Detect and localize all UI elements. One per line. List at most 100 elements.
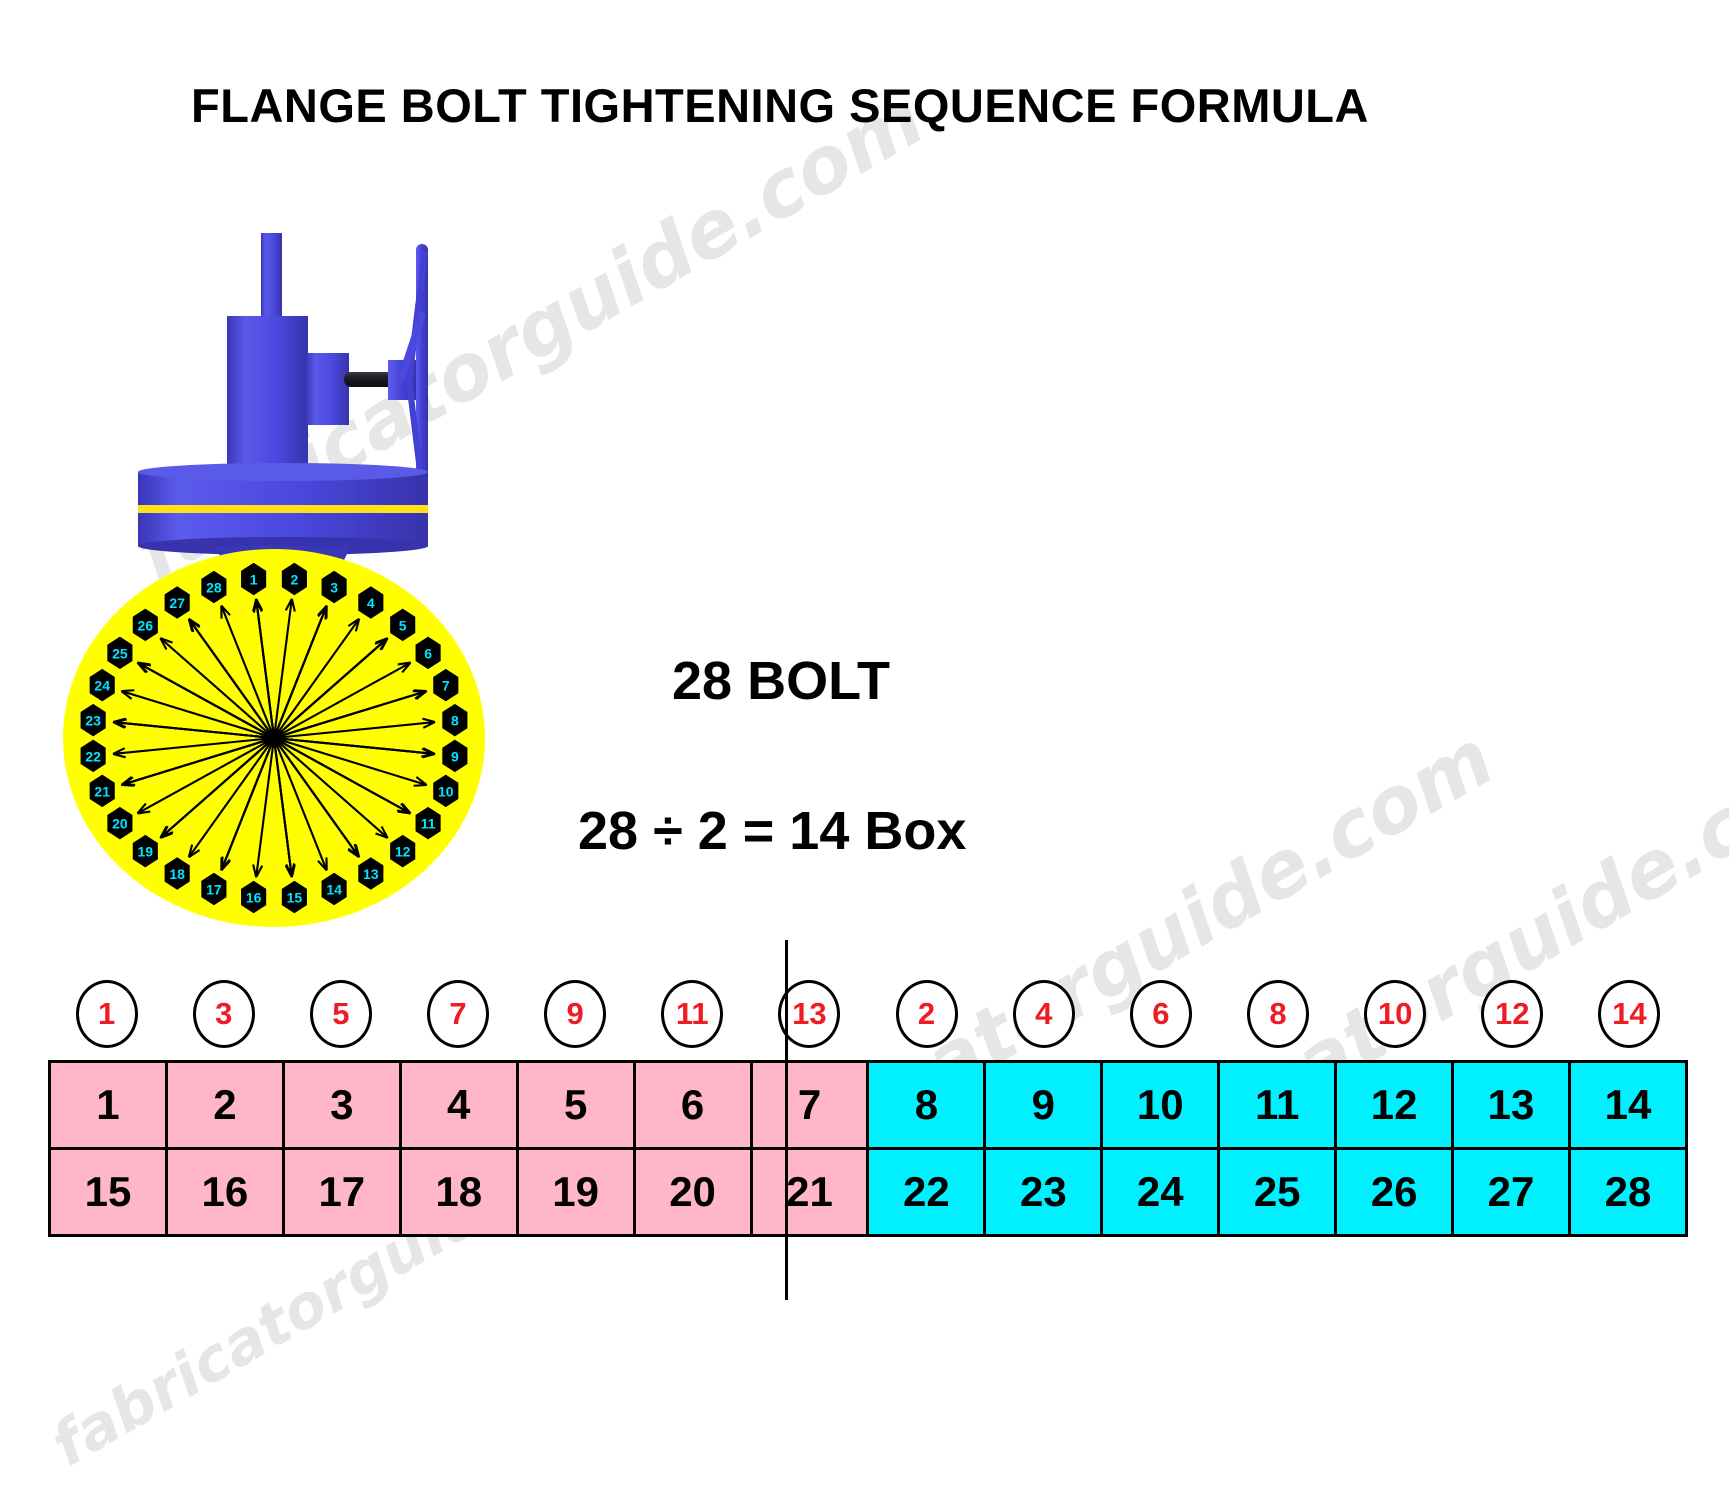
sequence-cell[interactable]: 27 [1451, 1147, 1571, 1237]
box-number-10[interactable]: 10 [1364, 980, 1427, 1048]
bolt-nut-label: 26 [138, 617, 154, 633]
bolt-nut-14[interactable]: 14 [321, 872, 347, 906]
bolt-nut-19[interactable]: 19 [132, 834, 158, 868]
bolt-nut-27[interactable]: 27 [164, 586, 190, 619]
sequence-cell[interactable]: 21 [749, 1147, 870, 1237]
sequence-arrow-head [413, 776, 428, 787]
bolt-nut-17[interactable]: 17 [201, 872, 227, 906]
sequence-arrow-head [159, 637, 173, 651]
bolt-nut-2[interactable]: 2 [281, 562, 307, 596]
sequence-cell[interactable]: 6 [632, 1060, 753, 1150]
box-number-cell: 7 [399, 975, 516, 1053]
box-number-9[interactable]: 9 [544, 980, 607, 1048]
sequence-arrow [187, 737, 275, 858]
sequence-cell[interactable]: 17 [281, 1147, 402, 1237]
bolt-nut-20[interactable]: 20 [107, 806, 133, 840]
box-number-5[interactable]: 5 [309, 980, 372, 1048]
bolt-nut-7[interactable]: 7 [433, 668, 459, 702]
hex-nut-icon [321, 570, 347, 604]
sequence-cell[interactable]: 15 [48, 1147, 168, 1237]
hex-nut-icon [80, 739, 106, 773]
box-number-1[interactable]: 1 [75, 980, 138, 1048]
sequence-cell[interactable]: 19 [515, 1147, 636, 1237]
cross-pattern-arrow-head [347, 843, 360, 857]
sequence-arrow-head [422, 717, 436, 729]
bolt-nut-10[interactable]: 10 [433, 774, 459, 808]
cross-pattern-arrow-head [374, 638, 388, 651]
bolt-nut-4[interactable]: 4 [358, 586, 384, 619]
bolt-nut-1[interactable]: 1 [241, 562, 267, 596]
bolt-nut-label: 3 [330, 579, 338, 595]
bolt-nut-label: 23 [85, 713, 101, 729]
sequence-cell[interactable]: 2 [164, 1060, 285, 1150]
box-number-13[interactable]: 13 [778, 980, 841, 1048]
bolt-nut-13[interactable]: 13 [358, 857, 384, 890]
bolt-nut-label: 11 [421, 816, 436, 832]
sequence-cell[interactable]: 4 [398, 1060, 519, 1150]
hex-nut-icon [415, 636, 441, 670]
sequence-cell[interactable]: 1 [48, 1060, 168, 1150]
bolt-nut-label: 13 [363, 866, 379, 882]
sequence-cell[interactable]: 25 [1217, 1147, 1338, 1237]
box-number-8[interactable]: 8 [1246, 980, 1309, 1048]
sequence-cell[interactable]: 26 [1334, 1147, 1455, 1237]
box-number-11[interactable]: 11 [661, 980, 724, 1048]
sequence-cell[interactable]: 7 [749, 1060, 870, 1150]
box-number-2[interactable]: 2 [895, 980, 958, 1048]
sequence-cell[interactable]: 3 [281, 1060, 402, 1150]
box-number-6[interactable]: 6 [1129, 980, 1192, 1048]
bolt-nut-5[interactable]: 5 [390, 608, 416, 642]
sequence-cell[interactable]: 9 [983, 1060, 1104, 1150]
box-number-7[interactable]: 7 [426, 980, 489, 1048]
hex-nut-icon [164, 857, 190, 890]
bolt-nut-21[interactable]: 21 [89, 774, 115, 808]
hex-nut-icon [241, 880, 267, 914]
bolt-nut-15[interactable]: 15 [281, 880, 307, 914]
sequence-arrow [272, 598, 293, 739]
valve-shaft-icon [344, 372, 396, 387]
bolt-nut-3[interactable]: 3 [321, 570, 347, 604]
sequence-cell[interactable]: 28 [1567, 1147, 1689, 1237]
sequence-cell[interactable]: 22 [866, 1147, 987, 1237]
bolt-nut-16[interactable]: 16 [241, 880, 267, 914]
bolt-nut-28[interactable]: 28 [201, 570, 227, 604]
bolt-nut-9[interactable]: 9 [442, 739, 468, 773]
box-number-3[interactable]: 3 [192, 980, 255, 1048]
bolt-nut-label: 21 [94, 783, 110, 799]
box-number-cell: 6 [1102, 975, 1219, 1053]
bolt-nut-label: 6 [424, 645, 432, 661]
bolt-nut-22[interactable]: 22 [80, 739, 106, 773]
box-number-cell: 8 [1219, 975, 1336, 1053]
tightening-arrows [112, 598, 436, 878]
sequence-cell[interactable]: 11 [1217, 1060, 1338, 1150]
sequence-cell[interactable]: 13 [1451, 1060, 1571, 1150]
sequence-cell[interactable]: 23 [983, 1147, 1104, 1237]
box-number-14[interactable]: 14 [1598, 980, 1661, 1048]
bolt-nut-24[interactable]: 24 [89, 668, 115, 702]
bolt-nut-6[interactable]: 6 [415, 636, 441, 670]
bolt-nut-26[interactable]: 26 [132, 608, 158, 642]
bolt-nut-12[interactable]: 12 [390, 834, 416, 868]
cross-pattern-arrow [189, 619, 359, 857]
sequence-cell[interactable]: 16 [164, 1147, 285, 1237]
bolt-nut-8[interactable]: 8 [442, 703, 468, 737]
bolt-nut-23[interactable]: 23 [80, 703, 106, 737]
sequence-cell[interactable]: 18 [398, 1147, 519, 1237]
bolt-nut-label: 20 [112, 816, 128, 832]
sequence-cell[interactable]: 14 [1567, 1060, 1689, 1150]
sequence-cell[interactable]: 12 [1334, 1060, 1455, 1150]
sequence-cell[interactable]: 20 [632, 1147, 753, 1237]
box-number-4[interactable]: 4 [1012, 980, 1075, 1048]
sequence-cell[interactable]: 5 [515, 1060, 636, 1150]
sequence-cell[interactable]: 24 [1100, 1147, 1221, 1237]
box-number-12[interactable]: 12 [1481, 980, 1544, 1048]
sequence-cell[interactable]: 8 [866, 1060, 987, 1150]
bolt-nut-18[interactable]: 18 [164, 857, 190, 890]
formula-label: 28 ÷ 2 = 14 Box [578, 801, 967, 861]
bolt-nut-25[interactable]: 25 [107, 636, 133, 670]
bolt-nut-11[interactable]: 11 [415, 806, 441, 840]
sequence-arrow [273, 721, 436, 740]
sequence-arrow-head [397, 661, 412, 674]
sequence-cell[interactable]: 10 [1100, 1060, 1221, 1150]
